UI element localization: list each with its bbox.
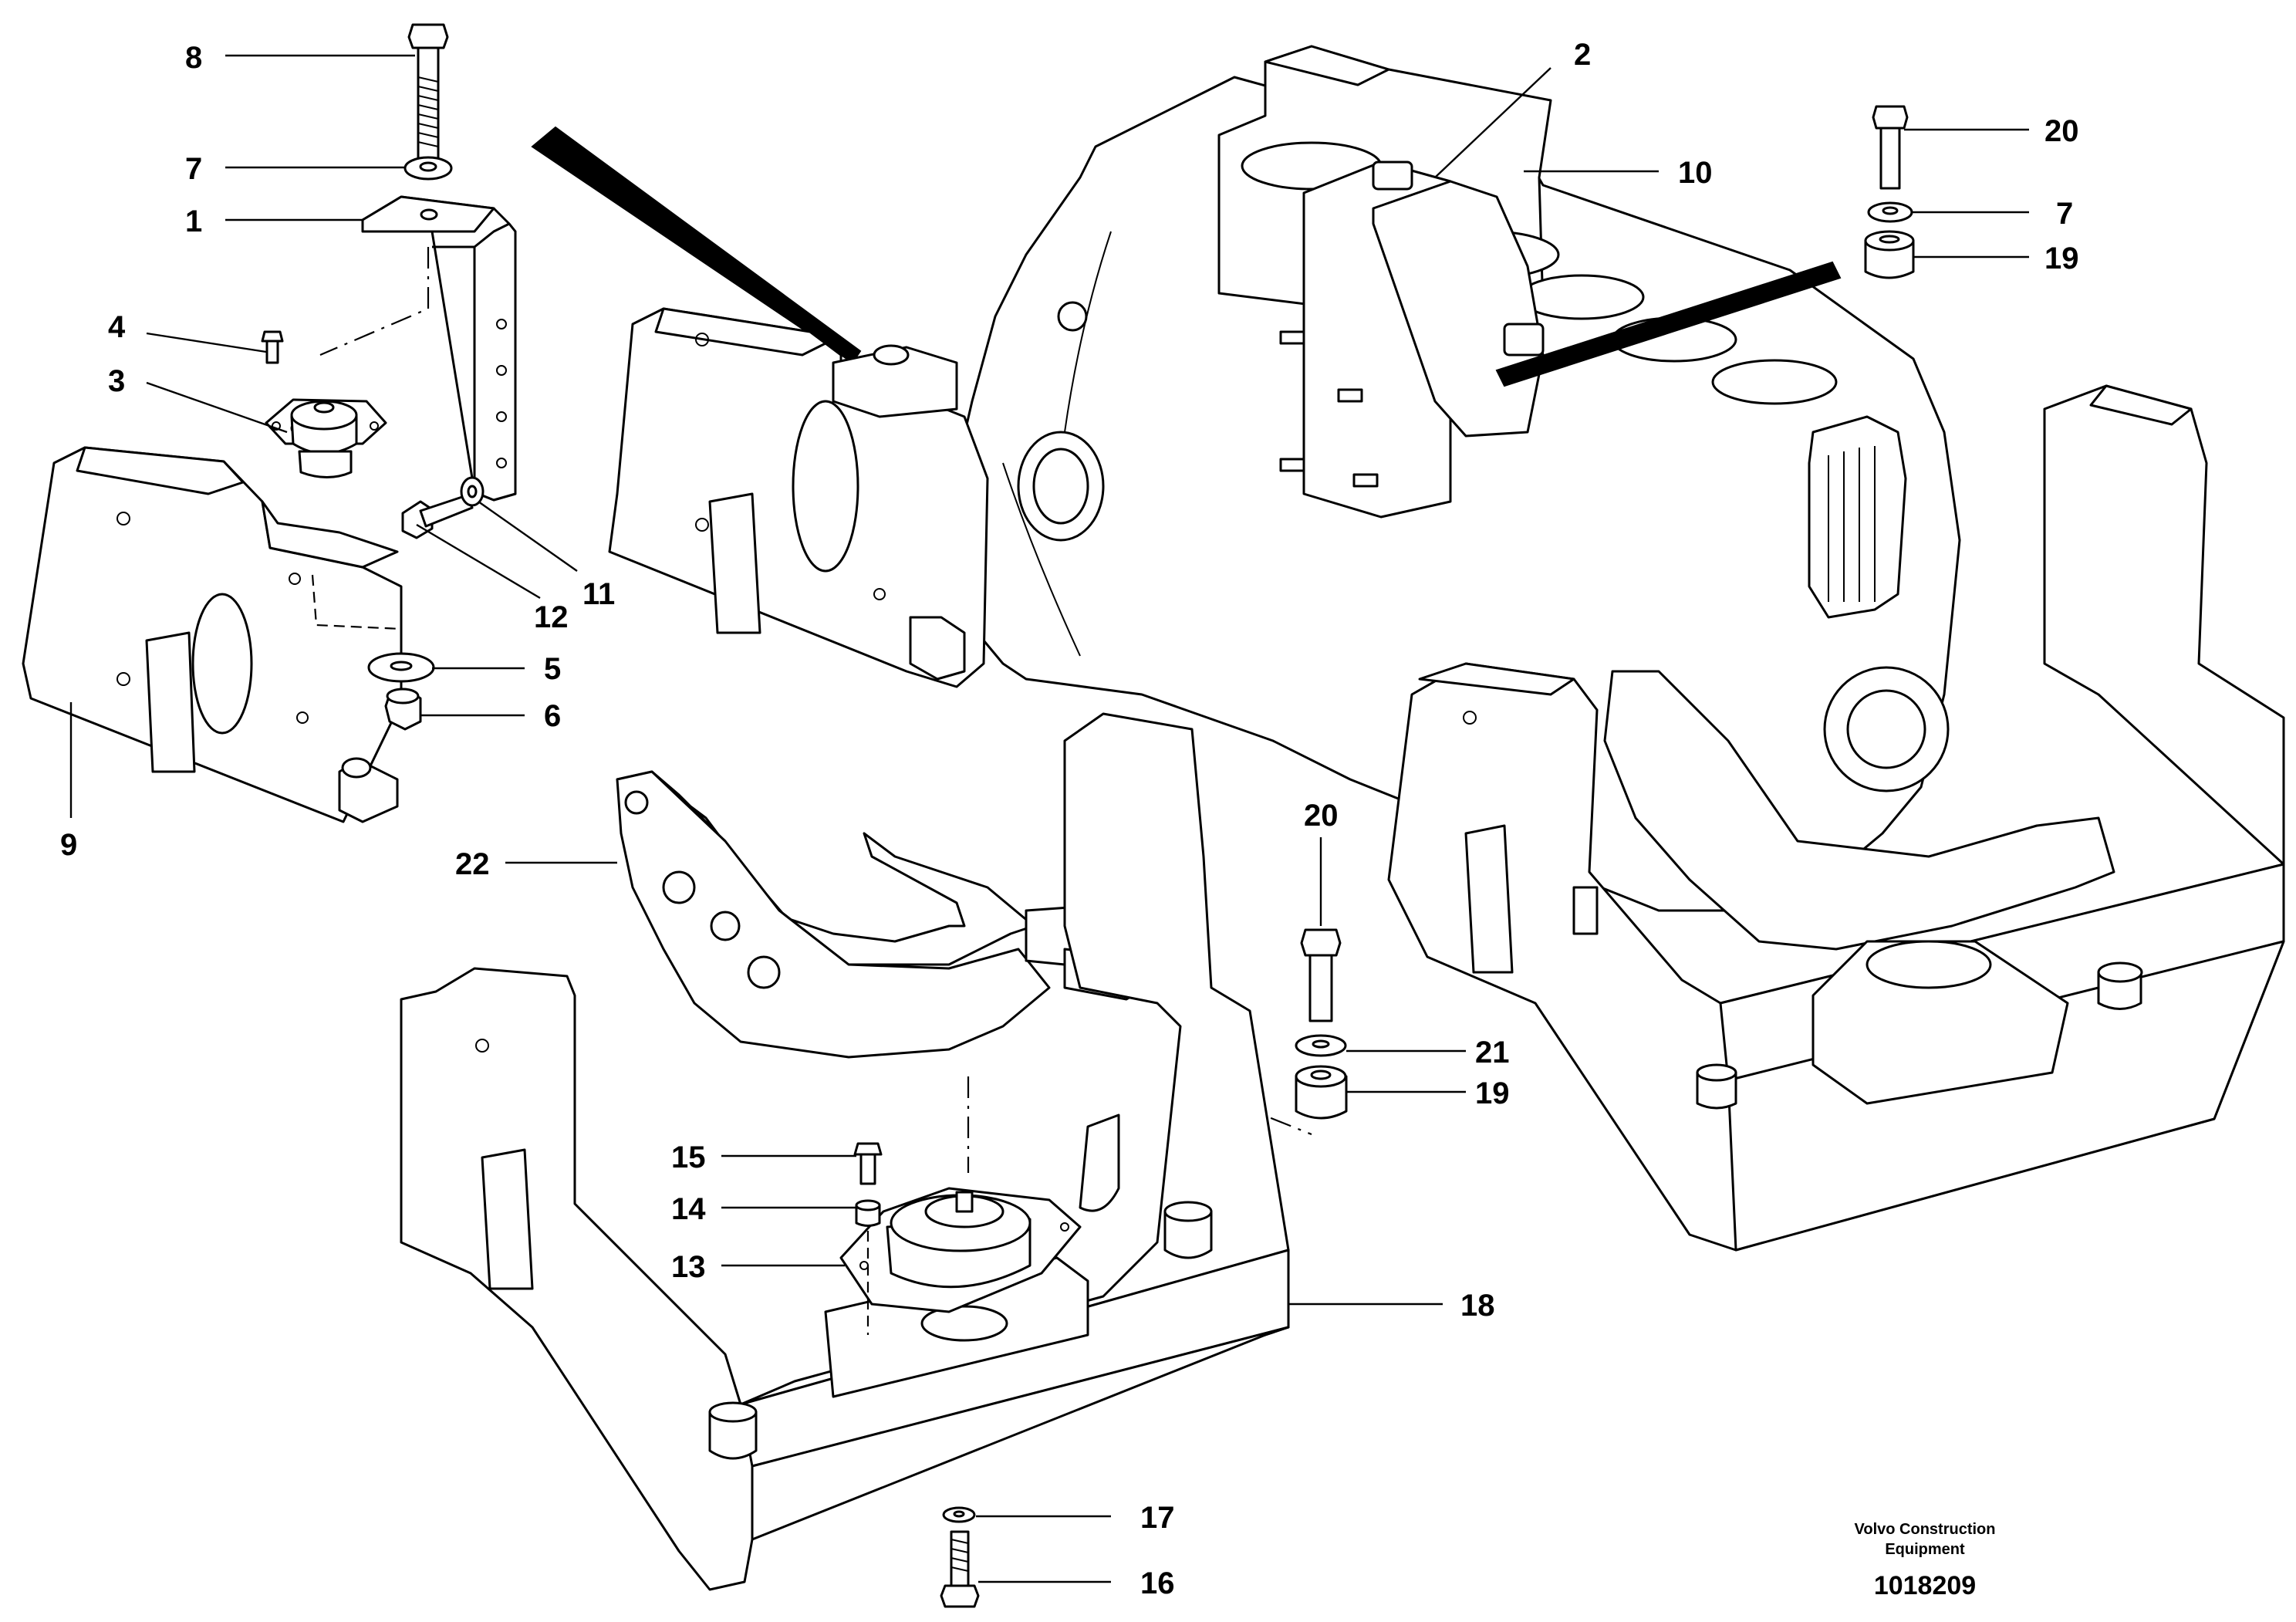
callout-22: 22 bbox=[455, 847, 490, 881]
callout-7: 7 bbox=[185, 152, 202, 186]
callout-15: 15 bbox=[671, 1140, 706, 1174]
bracket-9-installed bbox=[608, 307, 989, 688]
callout-19: 19 bbox=[2044, 242, 2079, 275]
callout-8: 8 bbox=[185, 41, 202, 75]
footer: Volvo Construction Equipment 1018209 bbox=[1855, 1521, 1996, 1600]
document-number: 1018209 bbox=[1874, 1571, 1976, 1600]
washer-11 bbox=[460, 476, 485, 507]
brand-line-2: Equipment bbox=[1885, 1541, 1965, 1558]
engine-foot-22 bbox=[616, 770, 1147, 1059]
callout-16: 16 bbox=[1140, 1566, 1175, 1600]
right-fasteners-top bbox=[1864, 105, 1915, 279]
callout-17: 17 bbox=[1140, 1501, 1175, 1535]
washer-21 bbox=[1295, 1034, 1347, 1057]
washer-7-right bbox=[1867, 201, 1913, 223]
callout-7: 7 bbox=[2056, 197, 2073, 231]
callout-3: 3 bbox=[108, 364, 125, 398]
bolt-12 bbox=[401, 494, 474, 539]
callout-20: 20 bbox=[1304, 799, 1339, 833]
washer-7 bbox=[403, 156, 453, 181]
screw-4 bbox=[261, 330, 284, 364]
bracket-1 bbox=[361, 195, 517, 502]
leader-lines bbox=[69, 54, 2029, 1583]
bracket-9 bbox=[22, 446, 403, 823]
bolt-20-middle bbox=[1300, 928, 1342, 1022]
callout-19: 19 bbox=[1475, 1076, 1510, 1110]
brand-line-1: Volvo Construction bbox=[1855, 1521, 1996, 1538]
callout-20: 20 bbox=[2044, 114, 2079, 148]
callout-1: 1 bbox=[185, 204, 202, 238]
rubber-mount-13 bbox=[839, 1187, 1082, 1313]
right-crossmember-assembly bbox=[1387, 384, 2285, 1252]
spacer-14 bbox=[855, 1199, 881, 1227]
callout-18: 18 bbox=[1460, 1289, 1495, 1323]
screw-15 bbox=[853, 1142, 883, 1185]
middle-fasteners bbox=[1248, 928, 1348, 1136]
callout-11: 11 bbox=[582, 577, 615, 611]
callout-6: 6 bbox=[544, 699, 561, 733]
washer-17 bbox=[942, 1506, 976, 1523]
bolt-8 bbox=[407, 23, 449, 161]
nut-6 bbox=[384, 688, 422, 731]
washer-5 bbox=[367, 652, 435, 683]
front-bracket-assembly bbox=[22, 23, 517, 823]
spacer-19-top bbox=[1864, 230, 1915, 279]
callout-21: 21 bbox=[1475, 1036, 1510, 1070]
callout-13: 13 bbox=[671, 1250, 706, 1284]
bolt-20-top bbox=[1872, 105, 1909, 190]
callout-14: 14 bbox=[671, 1192, 706, 1226]
callout-4: 4 bbox=[108, 310, 126, 344]
spacer-19-middle bbox=[1295, 1065, 1348, 1120]
callout-12: 12 bbox=[534, 600, 569, 634]
callout-5: 5 bbox=[544, 652, 561, 686]
crossmember-18 bbox=[400, 712, 1290, 1591]
bolt-16 bbox=[940, 1530, 980, 1608]
rubber-mount-3 bbox=[265, 398, 387, 478]
callout-2: 2 bbox=[1574, 38, 1591, 72]
callout-labels: 8 7 1 4 3 12 11 5 6 9 2 10 20 7 19 22 20… bbox=[60, 38, 2079, 1600]
callout-9: 9 bbox=[60, 828, 77, 862]
callout-10: 10 bbox=[1678, 156, 1713, 190]
